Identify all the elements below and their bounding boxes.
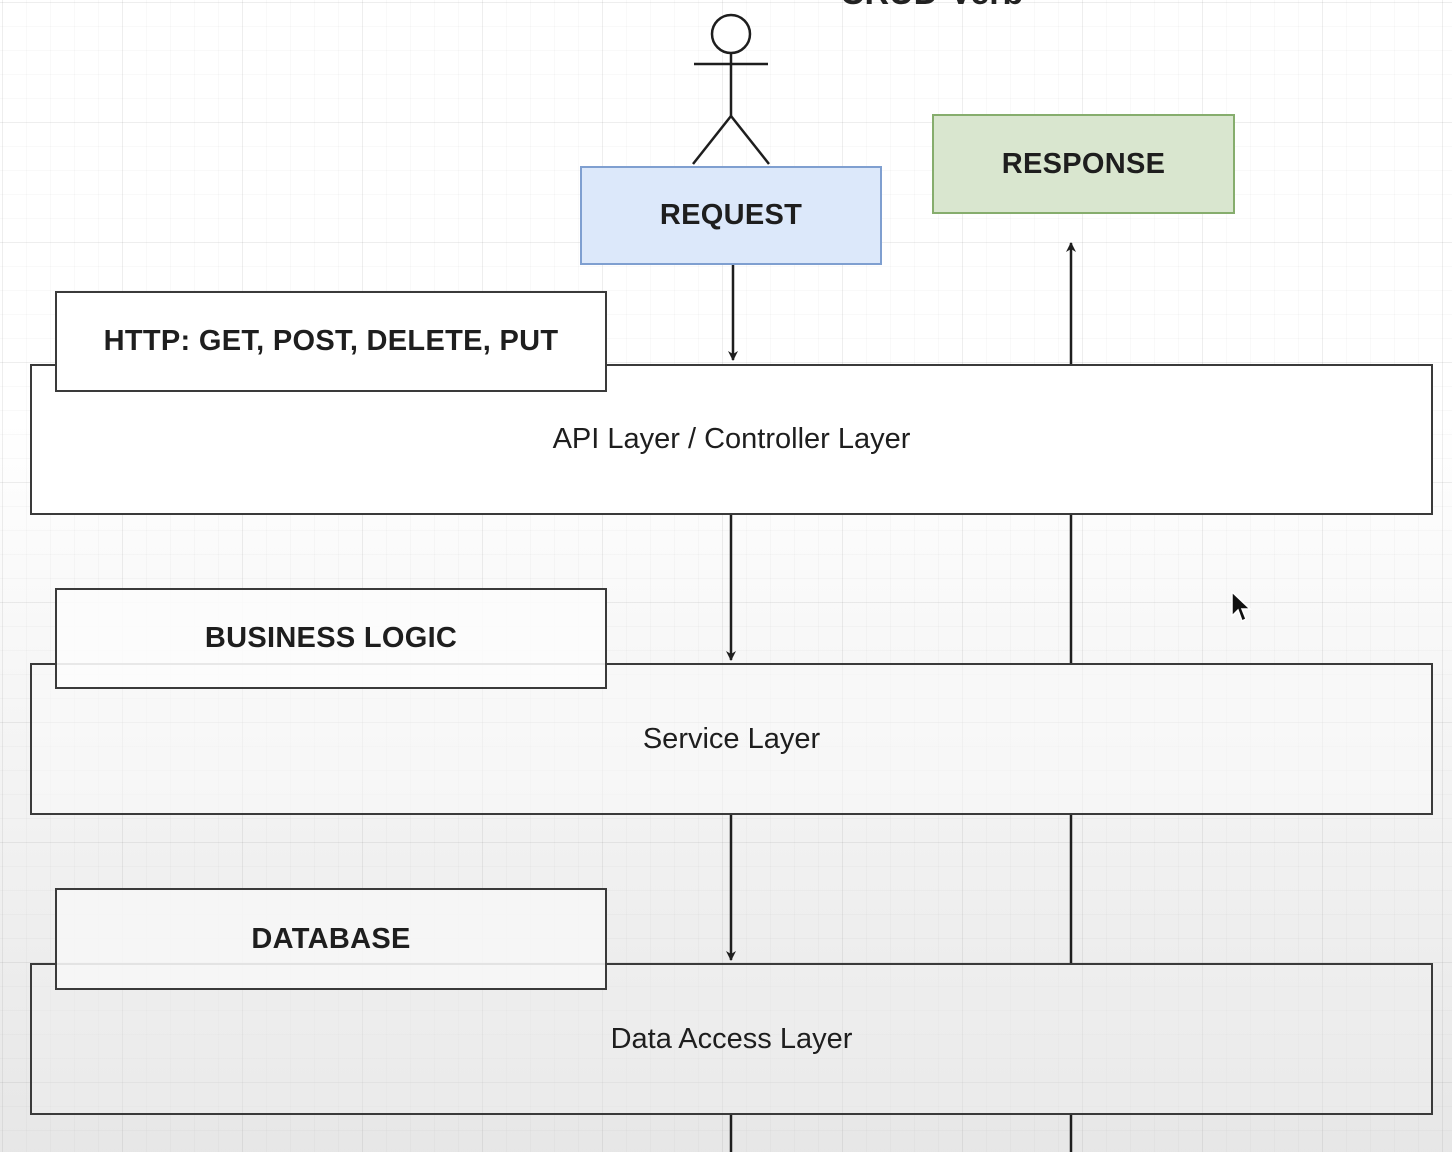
service-layer-label: Service Layer bbox=[642, 722, 821, 755]
diagram-title-fragment: CRUD-Verb bbox=[840, 0, 1023, 13]
business-logic-label: BUSINESS LOGIC bbox=[204, 622, 458, 654]
database-label: DATABASE bbox=[251, 922, 411, 955]
api-layer-label: API Layer / Controller Layer bbox=[552, 423, 911, 455]
response-label: RESPONSE bbox=[1001, 147, 1166, 180]
data-access-layer-label: Data Access Layer bbox=[610, 1022, 853, 1055]
database-tag[interactable]: DATABASE bbox=[55, 888, 607, 990]
response-box[interactable]: RESPONSE bbox=[932, 114, 1235, 214]
http-methods-label: HTTP: GET, POST, DELETE, PUT bbox=[103, 325, 559, 357]
mouse-cursor-icon bbox=[1231, 590, 1252, 623]
request-box[interactable]: REQUEST bbox=[580, 166, 882, 265]
request-label: REQUEST bbox=[659, 199, 803, 231]
stick-figure-icon bbox=[692, 13, 770, 165]
http-methods-tag[interactable]: HTTP: GET, POST, DELETE, PUT bbox=[55, 291, 607, 392]
business-logic-tag[interactable]: BUSINESS LOGIC bbox=[55, 588, 607, 689]
